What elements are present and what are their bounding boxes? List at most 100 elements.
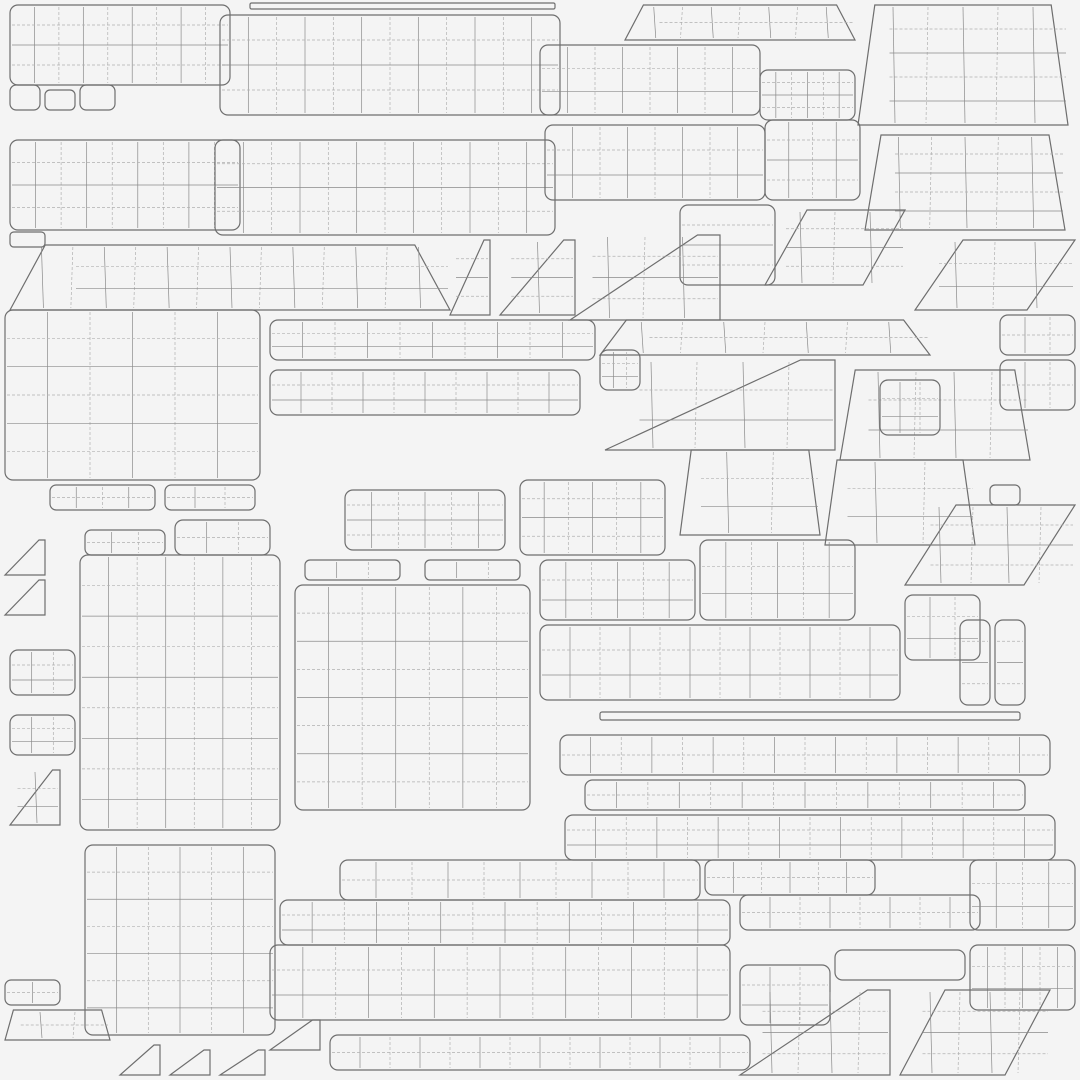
- edge-line: [103, 246, 107, 309]
- island-outline: [739, 894, 981, 931]
- uv-island: [279, 899, 731, 946]
- uv-island: [599, 349, 641, 391]
- uv-island: [269, 369, 581, 416]
- uv-island: [164, 484, 256, 511]
- uv-island: [9, 714, 76, 756]
- island-outline: [219, 14, 561, 116]
- island-outline: [904, 594, 981, 661]
- island-outline: [3, 579, 46, 616]
- island-outline: [738, 989, 891, 1076]
- island-outline: [268, 1019, 321, 1051]
- uv-island: [269, 319, 596, 361]
- uv-island: [679, 204, 776, 286]
- island-outline: [599, 711, 1021, 721]
- uv-island: [604, 359, 836, 451]
- island-outline: [84, 844, 276, 1036]
- uv-island: [857, 4, 1069, 126]
- edge-line: [70, 246, 74, 309]
- edge-line: [34, 771, 38, 824]
- island-outline: [539, 624, 901, 701]
- uv-island: [913, 239, 1077, 311]
- island-outline: [763, 209, 907, 286]
- island-outline: [9, 714, 76, 756]
- uv-island: [79, 554, 281, 831]
- edge-line: [962, 6, 966, 124]
- uv-island: [999, 314, 1076, 356]
- island-outline: [249, 2, 556, 10]
- edge-line: [1032, 6, 1036, 124]
- island-outline: [857, 4, 1069, 126]
- island-outline: [9, 231, 46, 248]
- uv-island: [3, 539, 46, 576]
- edge-line: [989, 371, 993, 459]
- uv-island: [879, 379, 941, 436]
- island-outline: [913, 239, 1077, 311]
- edge-line: [166, 246, 170, 309]
- edge-line: [953, 371, 957, 459]
- uv-island: [598, 319, 932, 356]
- island-outline: [269, 369, 581, 416]
- island-outline: [879, 379, 941, 436]
- island-outline: [969, 944, 1076, 1011]
- uv-island: [834, 949, 966, 981]
- edge-line: [954, 241, 958, 309]
- edge-line: [995, 136, 999, 229]
- island-outline: [4, 309, 261, 481]
- island-outline: [519, 479, 666, 556]
- island-outline: [498, 239, 576, 316]
- uv-island: [568, 234, 721, 321]
- uv-island: [9, 4, 231, 86]
- uv-island: [539, 44, 761, 116]
- island-outline: [9, 84, 41, 111]
- island-outline: [824, 459, 976, 546]
- edge-line: [913, 371, 917, 459]
- edge-line: [1038, 506, 1042, 584]
- island-outline: [989, 484, 1021, 506]
- uv-island: [424, 559, 521, 581]
- uv-island: [168, 1049, 211, 1076]
- uv-island: [989, 484, 1021, 506]
- uv-island: [969, 944, 1076, 1011]
- uv-island: [8, 244, 452, 311]
- uv-island: [498, 239, 576, 316]
- edge-line: [770, 451, 774, 534]
- uv-island: [9, 231, 46, 248]
- island-outline: [49, 484, 156, 511]
- island-outline: [598, 319, 932, 356]
- uv-island: [959, 619, 991, 706]
- island-outline: [994, 619, 1026, 706]
- edge-line: [897, 136, 901, 229]
- uv-island: [174, 519, 271, 556]
- uv-island: [559, 734, 1051, 776]
- edge-line: [992, 241, 996, 309]
- uv-island: [539, 624, 901, 701]
- uv-island: [344, 489, 506, 551]
- uv-island: [269, 944, 731, 1021]
- uv-island: [339, 859, 701, 901]
- island-outline: [3, 539, 46, 576]
- uv-island: [864, 134, 1066, 231]
- uv-island: [49, 484, 156, 511]
- edge-line: [922, 461, 926, 544]
- uv-island: [584, 779, 1026, 811]
- uv-island: [564, 814, 1056, 861]
- island-outline: [9, 649, 76, 696]
- island-outline: [834, 949, 966, 981]
- uv-island: [899, 989, 1051, 1076]
- uv-island: [759, 69, 856, 121]
- island-outline: [339, 859, 701, 901]
- edge-line: [786, 361, 790, 449]
- uv-island: [519, 479, 666, 556]
- edge-line: [964, 136, 968, 229]
- uv-island: [294, 584, 531, 811]
- edge-line: [726, 451, 730, 534]
- island-outline: [9, 139, 241, 231]
- edge-line: [1031, 136, 1035, 229]
- uv-island: [739, 964, 831, 1026]
- island-outline: [599, 349, 641, 391]
- island-outline: [449, 239, 491, 316]
- uv-island: [903, 504, 1077, 586]
- uv-island: [699, 539, 856, 621]
- island-outline: [44, 89, 76, 111]
